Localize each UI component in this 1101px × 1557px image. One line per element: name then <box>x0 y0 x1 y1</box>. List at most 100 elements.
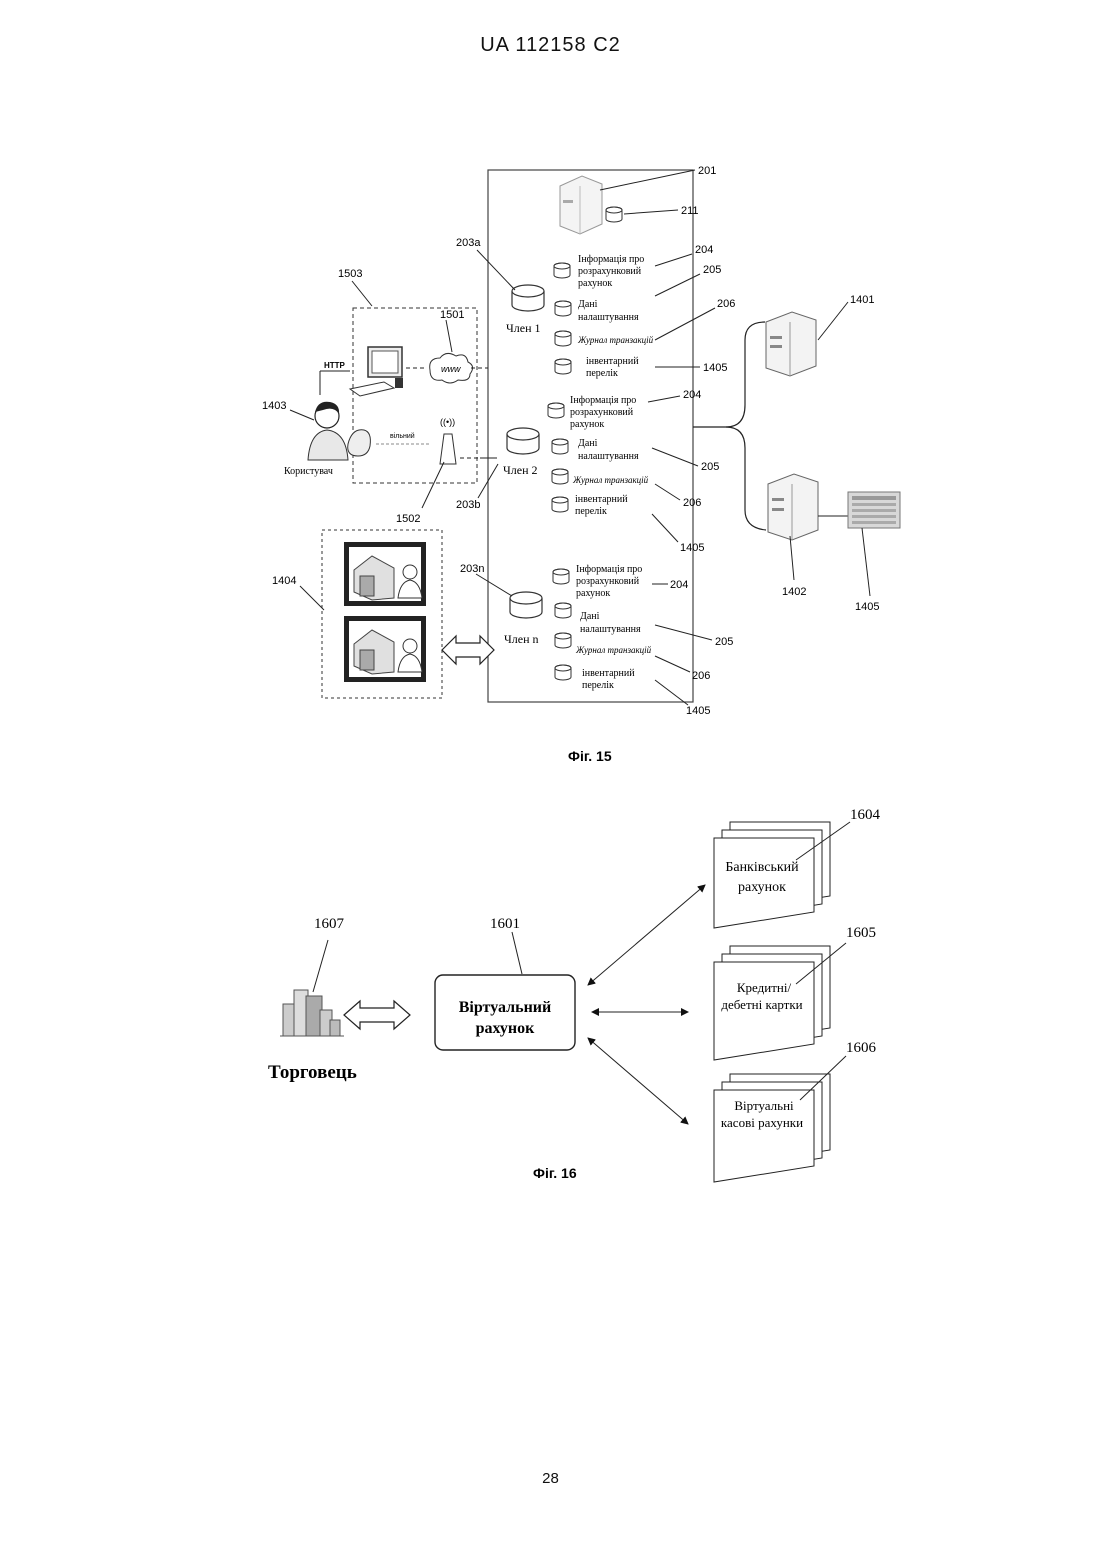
db-transaction-log: Журнал транзакцій <box>572 475 649 485</box>
db-transaction-log: Журнал транзакцій <box>575 645 652 655</box>
svg-text:((•)): ((•)) <box>440 417 455 427</box>
antenna-icon: ((•)) <box>440 417 456 464</box>
arrow-to-bank <box>588 885 705 985</box>
ref-1501: 1501 <box>440 309 464 321</box>
ref-1401: 1401 <box>850 294 874 306</box>
database-icon <box>555 331 571 346</box>
ref-204: 204 <box>695 244 713 256</box>
db-transaction-log: Журнал транзакцій <box>577 335 654 345</box>
database-icon <box>606 207 622 222</box>
member-2-label: Член 2 <box>503 463 538 477</box>
virtual-account-line1: Віртуальний <box>459 999 551 1016</box>
ref-1402: 1402 <box>782 586 806 598</box>
database-icon <box>555 603 571 618</box>
db-account-info-line1: Інформація про <box>578 254 644 265</box>
ref-1503: 1503 <box>338 268 362 280</box>
ref-201: 201 <box>698 165 716 177</box>
db-settings-line1: Дані <box>580 611 600 622</box>
db-settings-line1: Дані <box>578 299 598 310</box>
ref-204: 204 <box>670 579 688 591</box>
db-account-info-line2: розрахунковий <box>570 407 634 418</box>
ref-206: 206 <box>717 298 735 310</box>
ref-206: 206 <box>692 670 710 682</box>
ref-1601: 1601 <box>490 916 520 932</box>
virtual-cash-line2: касові рахунки <box>721 1115 803 1130</box>
ref-1606: 1606 <box>846 1040 877 1056</box>
ref-203a: 203a <box>456 237 481 249</box>
ref-206: 206 <box>683 497 701 509</box>
ref-205: 205 <box>703 264 721 276</box>
internet-cloud-icon: www <box>430 353 473 383</box>
db-settings-line1: Дані <box>578 438 598 449</box>
server-icon <box>560 176 602 234</box>
www-label: www <box>441 364 461 374</box>
member-database-icon <box>510 592 542 618</box>
mobile-phone-icon <box>348 430 371 456</box>
database-icon <box>552 469 568 484</box>
cards-line2: дебетні картки <box>721 997 802 1012</box>
virtual-cash-line1: Віртуальні <box>734 1098 794 1113</box>
inventory-list-icon <box>848 492 900 528</box>
db-inventory-line2: перелік <box>582 680 614 691</box>
db-settings-line2: налаштування <box>578 312 639 323</box>
member-1-label: Член 1 <box>506 321 541 335</box>
double-arrow-icon <box>442 636 494 664</box>
db-inventory-line2: перелік <box>586 368 618 379</box>
db-settings-line2: налаштування <box>578 451 639 462</box>
database-icon <box>555 301 571 316</box>
terminal-screen-icon <box>344 616 426 682</box>
page-number: 28 <box>0 1470 1101 1487</box>
user-label: Користувач <box>284 466 333 477</box>
ref-1405: 1405 <box>680 542 704 554</box>
db-inventory-line1: інвентарний <box>586 356 639 367</box>
db-account-info-line1: Інформація про <box>576 564 642 575</box>
ref-1403: 1403 <box>262 400 286 412</box>
database-icon <box>552 497 568 512</box>
merchant-buildings-icon <box>280 990 344 1036</box>
database-icon <box>553 569 569 584</box>
arrow-to-cash <box>588 1038 688 1124</box>
db-account-info-line3: рахунок <box>570 419 604 430</box>
database-icon <box>554 263 570 278</box>
merchant-label: Торговець <box>268 1062 357 1083</box>
cards-line1: Кредитні/ <box>737 980 792 995</box>
ref-1405: 1405 <box>855 601 879 613</box>
db-inventory-line2: перелік <box>575 506 607 517</box>
database-icon <box>555 633 571 648</box>
virtual-account-line2: рахунок <box>476 1020 536 1037</box>
computer-icon <box>350 347 403 396</box>
ref-1404: 1404 <box>272 575 296 587</box>
member-database-icon <box>512 285 544 311</box>
member-database-icon <box>507 428 539 454</box>
ref-1605: 1605 <box>846 925 876 941</box>
double-arrow-icon <box>344 1001 410 1029</box>
database-icon <box>552 439 568 454</box>
database-icon <box>548 403 564 418</box>
db-account-info-line3: рахунок <box>578 278 612 289</box>
db-account-info-line1: Інформація про <box>570 395 636 406</box>
connection-brace <box>693 322 765 427</box>
server-icon <box>768 474 818 540</box>
db-settings-line2: налаштування <box>580 624 641 635</box>
member-n-label: Член n <box>504 632 539 646</box>
db-inventory-line1: інвентарний <box>575 494 628 505</box>
ref-1604: 1604 <box>850 807 881 823</box>
figure-15-caption: Фіг. 15 <box>568 748 612 764</box>
server-icon <box>766 312 816 376</box>
bank-account-line1: Банківський <box>725 860 799 875</box>
ref-1405: 1405 <box>703 362 727 374</box>
ref-205: 205 <box>715 636 733 648</box>
db-account-info-line2: розрахунковий <box>576 576 640 587</box>
figure-16-caption: Фіг. 16 <box>533 1165 577 1181</box>
wireless-label: вільний <box>390 432 415 440</box>
user-avatar-icon <box>308 402 348 460</box>
terminal-screen-icon <box>344 542 426 606</box>
database-icon <box>555 359 571 374</box>
db-inventory-line1: інвентарний <box>582 668 635 679</box>
db-account-info-line2: розрахунковий <box>578 266 642 277</box>
ref-1405: 1405 <box>686 705 710 717</box>
ref-205: 205 <box>701 461 719 473</box>
http-label: HTTP <box>324 361 346 370</box>
figure-16: 1607 Торговець Віртуальний рахунок 1601 … <box>268 807 881 1182</box>
